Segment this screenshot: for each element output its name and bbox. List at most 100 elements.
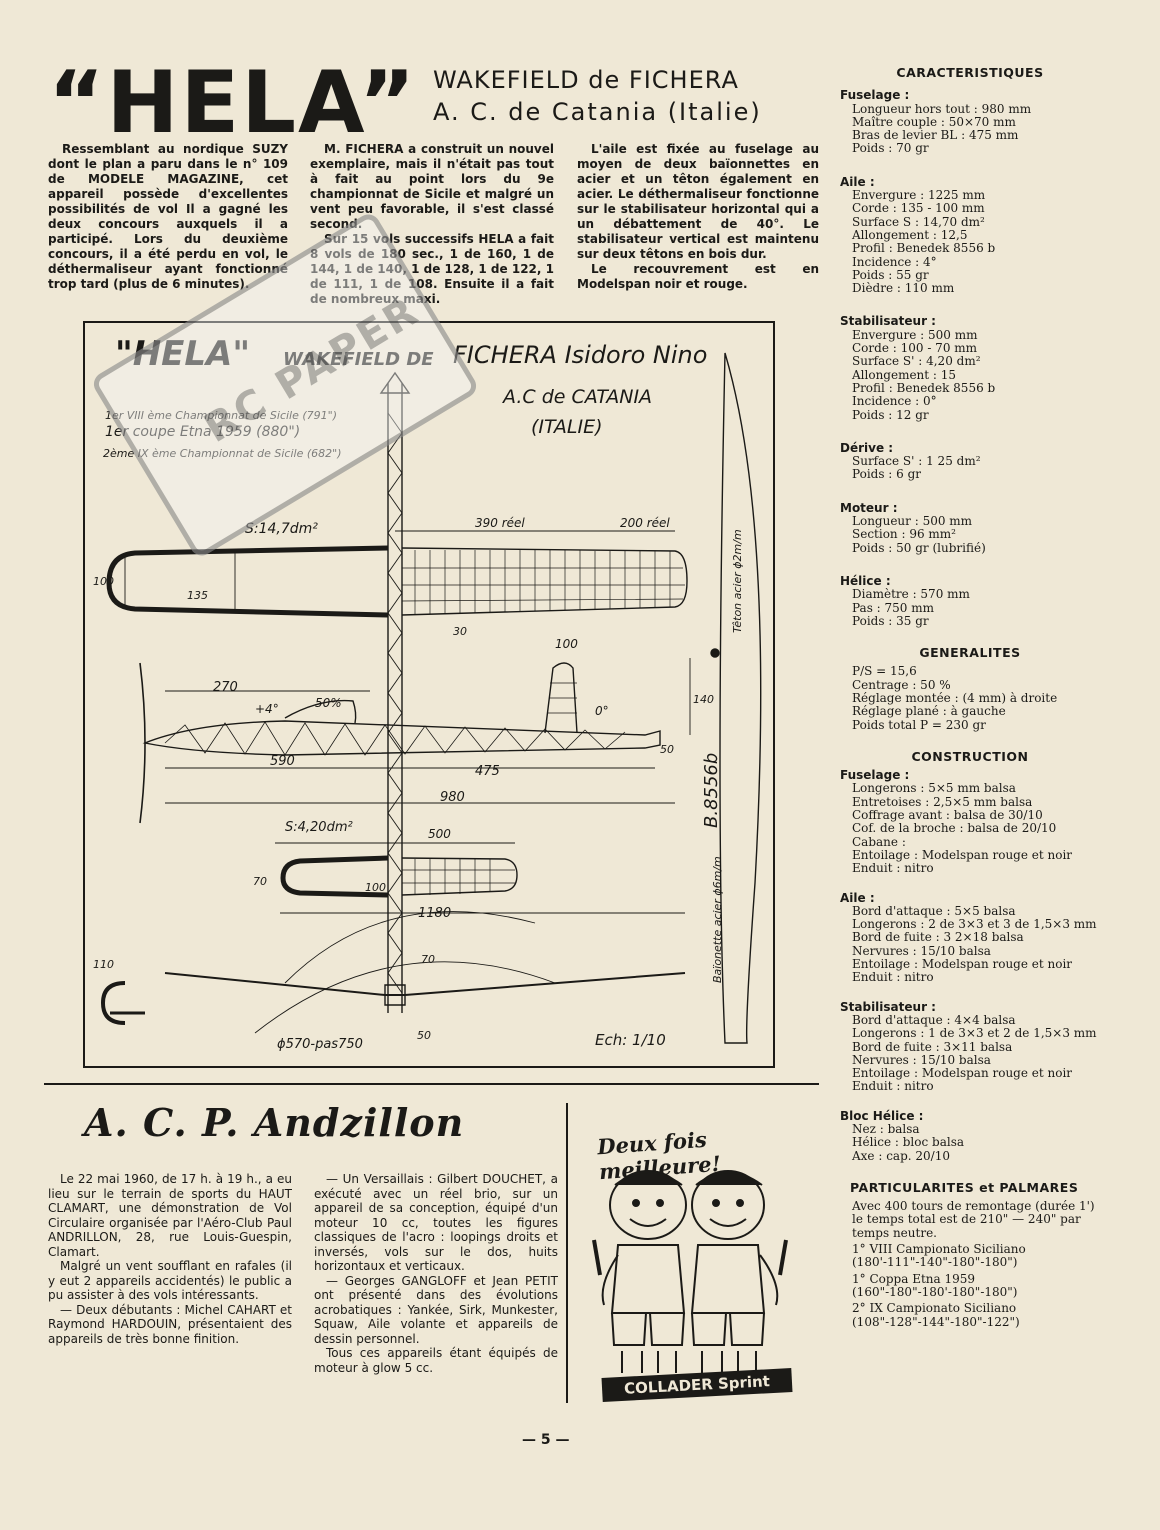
plan-dim: 50	[417, 1029, 431, 1042]
spec-section-title: Aile :	[840, 174, 875, 189]
spec-item: Incidence : 0°	[852, 394, 937, 409]
plan-surface-stab: S:4,20dm²	[285, 820, 353, 835]
spec-item: Corde : 135 - 100 mm	[852, 201, 985, 216]
acp-paragraph: Le 22 mai 1960, de 17 h. à 19 h., a eu l…	[48, 1172, 292, 1259]
spec-item: Poids : 70 gr	[852, 141, 929, 156]
spec-item: 1° Coppa Etna 1959 (160"-180"-180'-180"-…	[852, 1271, 1018, 1299]
spec-item: Poids : 50 gr (lubrifié)	[852, 540, 986, 555]
plan-surface-wing: S:14,7dm²	[245, 521, 318, 537]
article-subtitle-2: A. C. de Catania (Italie)	[433, 98, 762, 126]
spec-section-title: Aile :	[840, 890, 875, 905]
spec-item: Envergure : 1225 mm	[852, 188, 986, 203]
spec-list-derive: Surface S' : 1 25 dm² Poids : 6 gr	[840, 454, 1100, 482]
specs-heading: CARACTERISTIQUES	[896, 65, 1044, 80]
spec-item: Bord de fuite : 3×11 balsa	[852, 1039, 1013, 1054]
spec-section-title: Stabilisateur :	[840, 314, 936, 329]
plan-dim: 50%	[315, 696, 342, 710]
spec-section-title: Bloc Hélice :	[840, 1108, 924, 1123]
plan-profile-label: B.8556b	[701, 753, 722, 828]
construction-list-fuselage: Longerons : 5×5 mm balsa Entretoises : 2…	[840, 782, 1100, 875]
particularites-heading: PARTICULARITES et PALMARES	[850, 1179, 1079, 1195]
spec-item: Réglage montée : (4 mm) à droite	[852, 690, 1058, 705]
spec-item: Entoilage : Modelspan rouge et noir	[852, 847, 1073, 862]
spec-list-aile: Envergure : 1225 mm Corde : 135 - 100 mm…	[840, 188, 1100, 295]
spec-item: Nez : balsa	[852, 1122, 920, 1136]
spec-item: Poids : 55 gr	[852, 267, 929, 282]
intro-column-2: M. FICHERA a construit un nouvel exempla…	[310, 142, 554, 307]
plan-dim: 1180	[418, 906, 451, 921]
intro-paragraph: L'aile est fixée au fuselage au moyen de…	[577, 142, 819, 261]
spec-item: Incidence : 4°	[852, 254, 937, 269]
spec-item: Avec 400 tours de remontage (durée 1') l…	[852, 1199, 1095, 1240]
spec-item: Longerons : 2 de 3×3 et 3 de 1,5×3 mm	[852, 917, 1097, 932]
spec-list-stabilisateur: Envergure : 500 mm Corde : 100 - 70 mm S…	[840, 328, 1100, 422]
watermark-text: RC PAPER	[196, 287, 428, 452]
acp-paragraph: — Georges GANGLOFF et Jean PETIT ont pré…	[314, 1273, 558, 1346]
plan-dim: 70	[253, 875, 267, 888]
plan-dim: 100	[365, 881, 386, 894]
spec-list-moteur: Longueur : 500 mm Section : 96 mm² Poids…	[840, 514, 1100, 555]
article-subtitle-1: WAKEFIELD de FICHERA	[433, 66, 739, 94]
plan-title-hela: "HELA"	[115, 334, 250, 374]
advertisement: Deux fois meilleure! COLLADE	[570, 1105, 808, 1403]
plan-award-2: 1er coupe Etna 1959 (880")	[105, 424, 300, 440]
construction-list-aile: Bord d'attaque : 5×5 balsa Longerons : 2…	[840, 903, 1100, 985]
plan-drawing: "HELA" WAKEFIELD DE FICHERA Isidoro Nino…	[83, 321, 775, 1068]
plan-title-name: FICHERA Isidoro Nino	[453, 341, 707, 369]
plan-teton-label: Têton acier ϕ2m/m	[731, 529, 744, 633]
spec-item: Enduit : nitro	[852, 861, 934, 876]
spec-item: Entoilage : Modelspan rouge et noir	[852, 1066, 1073, 1081]
plan-dim: 135	[187, 589, 208, 602]
plan-club-country: (ITALIE)	[531, 416, 602, 438]
page-number: — 5 —	[522, 1432, 570, 1448]
generalites-list: P/S = 15,6 Centrage : 50 % Réglage monté…	[840, 665, 1100, 732]
spec-item: Profil : Benedek 8556 b	[852, 380, 996, 395]
plan-award-3: 2ème IX ème Championnat de Sicile (682")	[103, 447, 342, 460]
plan-dim: 110	[93, 958, 114, 971]
plan-club: A.C de CATANIA	[501, 386, 652, 408]
acp-title: A. C. P. Andzillon	[84, 1100, 465, 1145]
ad-illustration	[592, 1170, 788, 1373]
intro-column-1: Ressemblant au nordique SUZY dont le pla…	[48, 142, 288, 292]
spec-item: Surface S : 14,70 dm²	[852, 214, 985, 229]
spec-item: Pas : 750 mm	[852, 600, 934, 615]
spec-item: Nervures : 15/10 balsa	[852, 943, 991, 958]
plan-dim: 390 réel	[475, 516, 525, 530]
spec-section-title: Moteur :	[840, 500, 898, 515]
spec-item: Longerons : 5×5 mm balsa	[852, 781, 1016, 796]
spec-item: Poids : 6 gr	[852, 467, 922, 482]
specifications-panel: CARACTERISTIQUES Fuselage : Longueur hor…	[840, 66, 1100, 1329]
acp-paragraph: Tous ces appareils étant équipés de mote…	[314, 1346, 558, 1375]
spec-item: Longueur hors tout : 980 mm	[852, 101, 1032, 116]
plan-prop-label: ϕ570-pas750	[277, 1037, 363, 1052]
plan-dim: 200 réel	[620, 516, 670, 530]
spec-section-title: Dérive :	[840, 440, 894, 455]
acp-paragraph: — Un Versaillais : Gilbert DOUCHET, a ex…	[314, 1172, 558, 1273]
spec-section-title: Hélice :	[840, 573, 891, 588]
spec-item: Longerons : 1 de 3×3 et 2 de 1,5×3 mm	[852, 1026, 1097, 1041]
acp-column-1: Le 22 mai 1960, de 17 h. à 19 h., a eu l…	[48, 1172, 292, 1346]
construction-list-bloc-helice: Nez : balsa Hélice : bloc balsa Axe : ca…	[840, 1122, 1100, 1163]
plan-dim: 500	[428, 827, 451, 841]
plan-dim: 475	[475, 764, 500, 779]
spec-item: Profil : Benedek 8556 b	[852, 241, 996, 256]
plan-dim: 980	[440, 790, 465, 805]
intro-paragraph: Ressemblant au nordique SUZY dont le pla…	[48, 142, 288, 291]
particularites-list: Avec 400 tours de remontage (durée 1') l…	[840, 1200, 1100, 1329]
spec-item: Enduit : nitro	[852, 970, 934, 985]
spec-item: Allongement : 12,5	[852, 227, 968, 242]
spec-item: Poids : 12 gr	[852, 407, 929, 422]
spec-item: Poids total P = 230 gr	[852, 717, 986, 732]
intro-paragraph: M. FICHERA a construit un nouvel exempla…	[310, 142, 554, 231]
spec-item: Bord d'attaque : 5×5 balsa	[852, 903, 1016, 918]
plan-dim: 100	[555, 637, 578, 651]
spec-item: Poids : 35 gr	[852, 613, 929, 628]
spec-item: Longueur : 500 mm	[852, 514, 973, 529]
intro-paragraph: Sur 15 vols successifs HELA a fait 8 vol…	[310, 232, 554, 306]
spec-item: Diamètre : 570 mm	[852, 587, 970, 602]
spec-item: Bord d'attaque : 4×4 balsa	[852, 1012, 1016, 1027]
spec-item: Enduit : nitro	[852, 1079, 934, 1094]
spec-item: Coffrage avant : balsa de 30/10	[852, 808, 1043, 823]
acp-paragraph: Malgré un vent soufflant en rafales (il …	[48, 1259, 292, 1302]
spec-list-fuselage: Longueur hors tout : 980 mm Maître coupl…	[840, 101, 1100, 156]
